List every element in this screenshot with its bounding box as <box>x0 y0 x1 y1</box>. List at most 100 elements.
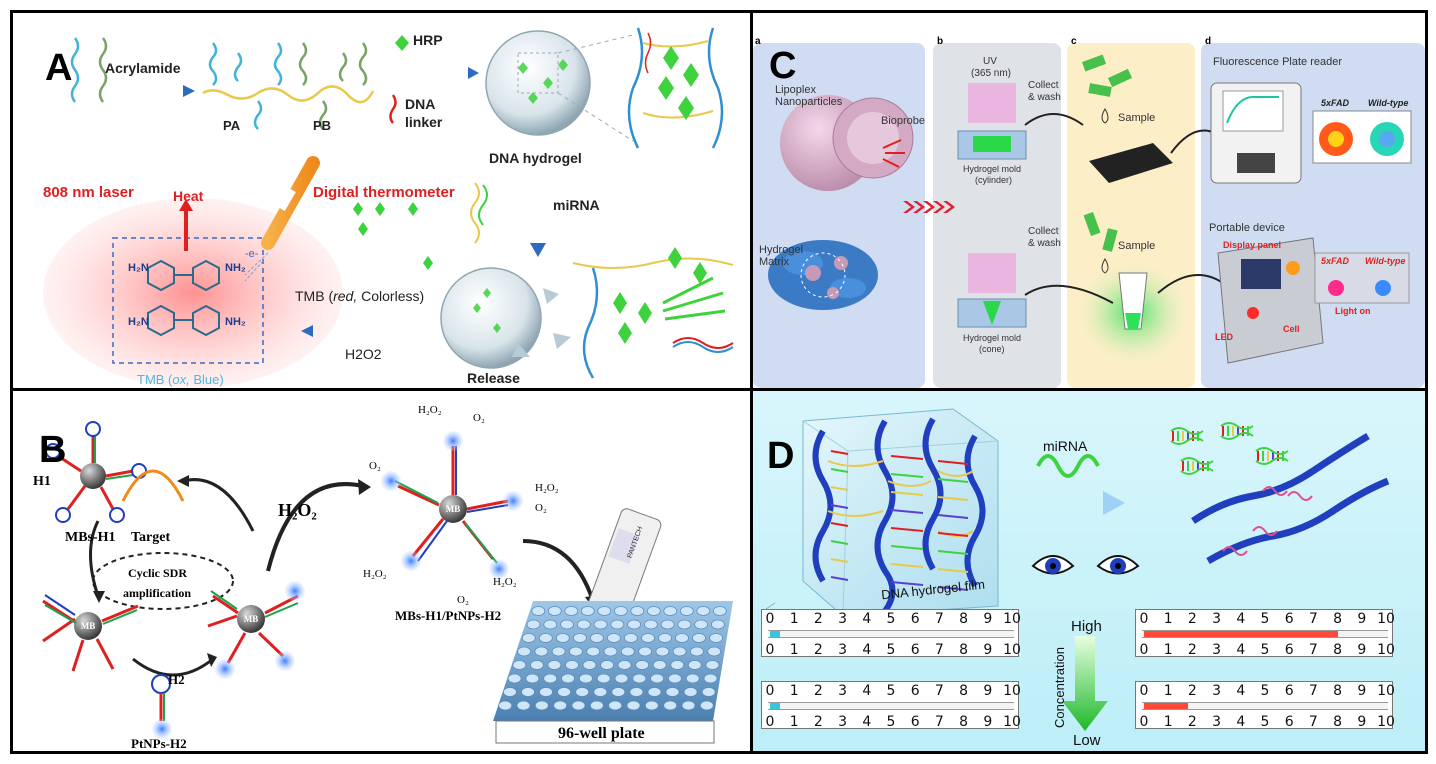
ruler-tick-label: 4 <box>1236 642 1246 658</box>
wild-type-label-2: Wild-type <box>1365 256 1406 266</box>
o2-label-1: O₂ <box>369 460 381 472</box>
panel-c-letter: C <box>769 45 797 87</box>
mbs-pt-label: MBs-H1/PtNPs-H2 <box>395 608 502 623</box>
ruler-tick-label: 2 <box>813 683 823 699</box>
nh2-label-1: NH₂ <box>225 262 246 274</box>
o2-label-4: O₂ <box>457 594 469 606</box>
ruler-tick-label: 5 <box>1260 611 1270 627</box>
sub-a: a <box>755 36 761 47</box>
portable-device <box>1217 237 1324 364</box>
o2-label-3: O₂ <box>535 502 547 514</box>
acrylamide-label: Acrylamide <box>105 60 181 76</box>
ruler-tick-label: 6 <box>1284 714 1294 730</box>
bioprobe-label: Bioprobe <box>881 115 926 127</box>
mold-cone-label-1: Hydrogel mold <box>963 333 1022 343</box>
ruler-tick-label: 5 <box>886 714 896 730</box>
low-label: Low <box>1073 732 1101 749</box>
ruler-tick-label: 3 <box>1212 642 1222 658</box>
ruler-tick-label: 2 <box>813 642 823 658</box>
panel-d-letter: D <box>767 435 795 477</box>
pb-label: PB <box>313 118 332 133</box>
target-label: Target <box>131 530 171 545</box>
laser-label: 808 nm laser <box>43 184 134 201</box>
uv-label-2: (365 nm) <box>971 68 1012 79</box>
pa-pb-strands <box>208 42 368 130</box>
tmb-ox-label: TMB (ox, Blue) <box>137 372 224 387</box>
red-chevrons <box>903 201 955 213</box>
dna-linker-label-2: linker <box>405 114 443 130</box>
ruler-tick-label: 6 <box>910 611 920 627</box>
ruler-tick-label: 7 <box>1308 683 1318 699</box>
ruler-tick-label: 4 <box>1236 683 1246 699</box>
mb-complex-right <box>207 581 305 679</box>
ruler-tick-label: 9 <box>1357 611 1367 627</box>
ruler-tick-label: 9 <box>1357 642 1367 658</box>
ruler-tick-label: 7 <box>934 642 944 658</box>
ruler-tick-label: 7 <box>934 611 944 627</box>
hydrogel-zoom-bottom <box>572 247 734 379</box>
ptnps-h2-label: PtNPs-H2 <box>131 736 187 751</box>
concentration-arrow <box>1062 636 1108 731</box>
ruler-tick-label: 10 <box>1003 611 1021 627</box>
ruler-tick-label: 3 <box>838 611 848 627</box>
ruler-tick-label: 3 <box>1212 714 1222 730</box>
hrp-label: HRP <box>413 32 443 48</box>
target-curve <box>121 469 185 502</box>
hydrogel-matrix <box>768 240 878 310</box>
ruler-tick-label: 9 <box>983 642 993 658</box>
ruler-tick-label: 4 <box>862 611 872 627</box>
ruler-channel <box>768 630 1014 638</box>
ruler-tick-label: 1 <box>1163 714 1173 730</box>
panel-a-letter: A <box>45 47 73 89</box>
ruler-tick-label: 7 <box>1308 611 1318 627</box>
ruler-tick-label: 1 <box>1163 683 1173 699</box>
collect-label-2a: & wash <box>1028 92 1061 103</box>
ruler-tick-label: 9 <box>1357 714 1367 730</box>
ruler-tick-label: 6 <box>910 683 920 699</box>
ruler-tick-label: 7 <box>934 714 944 730</box>
ruler-tick-label: 3 <box>1212 683 1222 699</box>
horizontal-divider <box>13 388 1425 391</box>
ruler-tick-label: 8 <box>959 611 969 627</box>
ruler-tick-label: 1 <box>1163 642 1173 658</box>
ruler-tick-label: 2 <box>1187 683 1197 699</box>
hydrogel-matrix-label-1: Hydrogel <box>759 244 804 256</box>
wild-type-label-1: Wild-type <box>1368 98 1409 108</box>
panel-a-artwork <box>43 27 734 388</box>
panel-c-artwork <box>753 43 1425 388</box>
pa-label: PA <box>223 118 241 133</box>
ruler-tick-label: 1 <box>789 714 799 730</box>
ruler-tick-label: 3 <box>838 642 848 658</box>
collect-label-1a: Collect <box>1028 80 1059 91</box>
mold-cone-label-2: (cone) <box>979 344 1005 354</box>
hydrogel-zoom-top <box>627 27 724 149</box>
ruler-tick-label: 0 <box>765 714 775 730</box>
nh2-label-2: NH₂ <box>225 316 246 328</box>
ruler-tick-label: 10 <box>1377 683 1395 699</box>
mb-label-left: MB <box>80 621 96 631</box>
ruler-tick-label: 0 <box>1139 683 1149 699</box>
ruler-channel <box>1142 702 1388 710</box>
hydrogel-matrix-label-2: Matrix <box>759 256 789 268</box>
ruler-tick-label: 1 <box>789 642 799 658</box>
tmb-red-label: TMB (red, Colorless) <box>295 288 425 304</box>
sub-b: b <box>937 36 944 47</box>
h2o2-label-b: H₂O₂ <box>278 500 317 520</box>
hydrogel-cube <box>802 408 999 617</box>
eyes-icon <box>1031 555 1140 575</box>
ruler-tick-label: 6 <box>910 642 920 658</box>
tmb-molecules <box>147 259 220 337</box>
sample-label-2: Sample <box>1118 240 1156 252</box>
ruler-tick-label: 5 <box>1260 714 1270 730</box>
h1-label: H1 <box>33 474 51 489</box>
cyclic-loop <box>92 552 234 610</box>
collect-label-2b: & wash <box>1028 238 1061 249</box>
ruler-tick-label: 5 <box>886 683 896 699</box>
ruler-tick-label: 0 <box>1139 642 1149 658</box>
panel-d: D miRNA DNA hydrogel film High Low Conce… <box>753 391 1425 751</box>
ruler-tick-label: 6 <box>1284 683 1294 699</box>
mb-label-right: MB <box>243 614 259 624</box>
